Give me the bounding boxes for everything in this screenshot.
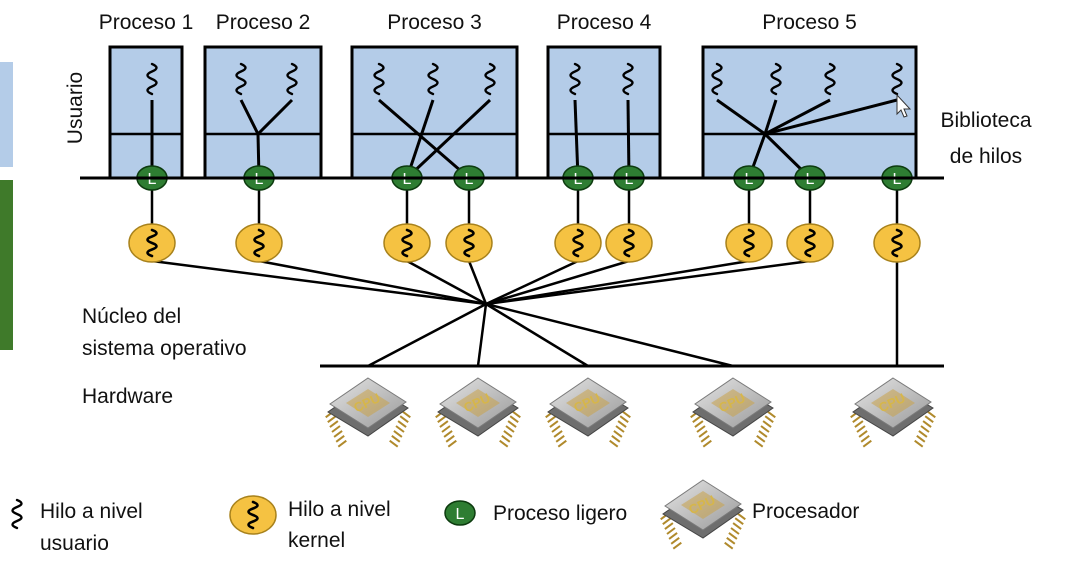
kernel-thread-icon [605, 223, 653, 263]
kernel-thread-squiggle [623, 228, 635, 258]
thread-mapping-line [763, 99, 778, 135]
process-4: Proceso 4 [546, 11, 662, 180]
mouse-cursor-icon [896, 93, 912, 118]
scheduler-line [467, 260, 488, 305]
process-label: Proceso 5 [762, 11, 857, 34]
cpu-icon: CPU [690, 377, 776, 448]
kernel-thread-squiggle [253, 228, 265, 258]
scheduler-line [406, 259, 487, 306]
scheduler-line [485, 259, 811, 306]
thread-mapping-line [405, 99, 435, 179]
user-thread-icon [286, 62, 298, 96]
thread-mapping-line [764, 98, 831, 136]
user-thread-icon [569, 62, 581, 96]
hardware-label: Hardware [82, 385, 173, 408]
cpu-icon: CPU [325, 377, 411, 448]
kernel-thread-icon [786, 223, 834, 263]
kernel-thread-legend-icon [229, 495, 277, 535]
process-box [350, 45, 519, 180]
thread-mapping-line [764, 98, 898, 136]
process-label: Proceso 1 [99, 11, 194, 34]
kernel-thread-squiggle [247, 500, 259, 530]
kernel-label-line2: sistema operativo [82, 337, 247, 360]
kernel-thread-legend-shape [229, 495, 277, 535]
process-box [546, 45, 662, 180]
process-1: Proceso 1 [99, 11, 194, 180]
cpu-icon: CPU [435, 377, 521, 448]
process-box [108, 45, 184, 180]
user-space-label: Usuario [64, 72, 87, 144]
user-thread-icon [235, 62, 247, 96]
kernel-thread-squiggle [401, 228, 413, 258]
user-thread-legend-icon [11, 498, 23, 530]
kernel-thread-icon [445, 223, 493, 263]
legend-user-thread-line2: usuario [40, 532, 109, 555]
legend-kernel-thread-line2: kernel [288, 529, 345, 552]
legend-kernel-thread-line1: Hilo a nivel [288, 498, 391, 521]
process-2: Proceso 2 [203, 11, 323, 180]
kernel-space-side-bar [0, 180, 13, 350]
kernel-thread-icon [235, 223, 283, 263]
legend-processor-label: Procesador [752, 500, 859, 523]
legend-lwp-label: Proceso ligero [493, 502, 627, 525]
user-thread-icon [373, 62, 385, 96]
kernel-thread-icon [128, 223, 176, 263]
processor-legend-shape: CPU [660, 479, 746, 550]
user-thread-icon [711, 62, 723, 96]
kernel-thread-squiggle [743, 228, 755, 258]
kernel-thread-icon [873, 223, 921, 263]
process-5: Proceso 5 [701, 11, 918, 180]
process-box [203, 45, 323, 180]
scheduler-line [485, 259, 579, 306]
user-thread-icon [427, 62, 439, 96]
thread-mapping-line [573, 99, 580, 179]
cpu-dispatch-line [367, 302, 487, 368]
process-label: Proceso 4 [557, 11, 652, 34]
process-label: Proceso 3 [387, 11, 482, 34]
user-space-side-bar [0, 62, 13, 167]
lightweight-process-legend-shape: L [444, 500, 476, 526]
thread-mapping-line [239, 99, 260, 135]
user-thread-icon [770, 62, 782, 96]
thread-mapping-line [716, 98, 766, 136]
legend: Hilo a nivel usuario Hilo a nivel kernel… [11, 479, 859, 555]
thread-library-label-line2: de hilos [950, 145, 1022, 168]
user-thread-icon [146, 62, 158, 96]
scheduler-line [485, 259, 750, 306]
kernel-thread-squiggle [146, 228, 158, 258]
process-3: Proceso 3 [350, 11, 519, 180]
cpu-icon: CPU [850, 377, 936, 448]
lwp-letter: L [456, 506, 465, 523]
cpu-dispatch-line [485, 302, 589, 368]
kernel-thread-icon [383, 223, 431, 263]
cpu-icon: CPU [545, 377, 631, 448]
kernel-thread-squiggle [463, 228, 475, 258]
thread-mapping-line [405, 98, 492, 180]
kernel-label-line1: Núcleo del [82, 305, 181, 328]
user-thread-icon [484, 62, 496, 96]
kernel-thread-squiggle [891, 228, 903, 258]
scheduler-line [485, 259, 630, 306]
thread-mapping-line [256, 98, 294, 136]
kernel-thread-icon [554, 223, 602, 263]
scheduler-line [151, 259, 487, 306]
process-box [701, 45, 918, 180]
scheduler-line [258, 259, 487, 306]
kernel-thread-icon [725, 223, 773, 263]
thread-mapping-line [378, 98, 470, 180]
legend-user-thread-line1: Hilo a nivel [40, 500, 143, 523]
cpu-dispatch-line [476, 303, 488, 367]
kernel-thread-squiggle [804, 228, 816, 258]
process-label: Proceso 2 [216, 11, 311, 34]
kernel-thread-squiggle [572, 228, 584, 258]
user-thread-icon [891, 62, 903, 96]
user-thread-squiggle [11, 498, 23, 530]
user-thread-icon [824, 62, 836, 96]
processor-legend-icon: CPU [660, 479, 746, 550]
thread-mapping-line [626, 99, 631, 179]
cpu-dispatch-line [485, 302, 734, 368]
thread-library-label-line1: Biblioteca [940, 109, 1031, 132]
user-thread-icon [622, 62, 634, 96]
lightweight-process-legend-icon: L [444, 500, 476, 526]
